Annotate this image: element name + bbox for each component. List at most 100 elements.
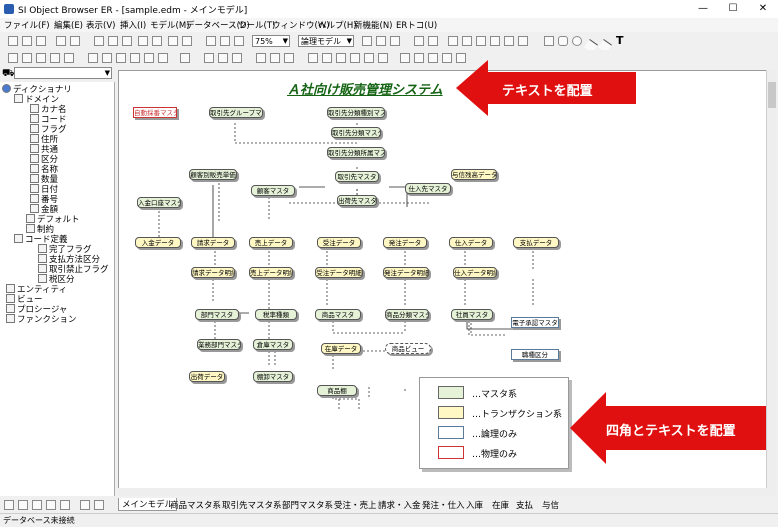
round-rect-tool-icon[interactable] xyxy=(558,36,568,46)
entity-node[interactable]: 支払データ xyxy=(513,237,559,248)
entity-node[interactable]: 売上データ xyxy=(249,237,293,248)
rectangle-tool-icon[interactable] xyxy=(544,36,554,46)
entity-node[interactable]: 業務部門マスタ xyxy=(197,339,241,350)
tree-item[interactable]: 数量 xyxy=(30,173,58,185)
open-icon[interactable] xyxy=(22,36,32,46)
legend-box[interactable]: …マスタ系 …トランザクション系 …論理のみ …物理のみ xyxy=(419,377,569,469)
vertical-scrollbar[interactable] xyxy=(766,70,777,488)
entity-node[interactable]: 商品棚 xyxy=(317,385,357,396)
relation-tool-icon[interactable] xyxy=(490,36,500,46)
entity-node[interactable]: 受注データ明細 xyxy=(315,267,363,278)
entity-node[interactable]: 棚卸マスタ xyxy=(253,371,293,382)
tree-item[interactable]: エンティティ xyxy=(6,283,67,295)
entity-node[interactable]: 社員マスタ xyxy=(451,309,493,320)
diagram-title[interactable]: Ａ社向け販売管理システム xyxy=(287,83,443,98)
size2-icon[interactable] xyxy=(270,53,280,63)
grid5-icon[interactable] xyxy=(456,53,466,63)
tree-item[interactable]: ディクショナリ xyxy=(2,83,72,95)
tree-view-icon[interactable] xyxy=(4,500,14,510)
print-icon[interactable] xyxy=(56,36,66,46)
tree-item[interactable]: コード xyxy=(30,113,67,125)
menu-database[interactable]: データベース(D) xyxy=(186,21,250,31)
entity-node[interactable]: 自動採番マスタ xyxy=(133,107,177,118)
entity-node[interactable]: 商品ビュー xyxy=(385,343,431,354)
tab-inventory[interactable]: 在庫 xyxy=(492,501,510,511)
view-tool-icon[interactable] xyxy=(462,36,472,46)
preview-icon[interactable] xyxy=(70,36,80,46)
layout2-icon[interactable] xyxy=(22,53,32,63)
tree-item[interactable]: ドメイン xyxy=(14,93,59,105)
entity-node[interactable]: 受注データ xyxy=(317,237,361,248)
distribute-icon[interactable] xyxy=(204,53,214,63)
entity-node[interactable]: 仕入データ xyxy=(449,237,493,248)
panel-toggle-icon[interactable] xyxy=(80,500,90,510)
entity-tool-icon[interactable] xyxy=(448,36,458,46)
tab-orders-sales[interactable]: 受注・売上 xyxy=(334,501,377,511)
relation2-tool-icon[interactable] xyxy=(504,36,514,46)
model-mode-select[interactable]: 論理モデル▼ xyxy=(298,35,354,47)
align-icon[interactable] xyxy=(88,53,98,63)
entity-node[interactable]: 発注データ xyxy=(383,237,427,248)
zoom-in-icon[interactable] xyxy=(206,36,216,46)
tree-item[interactable]: 区分 xyxy=(30,153,58,165)
close-button[interactable]: ✕ xyxy=(758,3,768,14)
tree-item[interactable]: 完了フラグ xyxy=(38,243,92,255)
entity-node[interactable]: 職種区分 xyxy=(511,349,559,360)
undo-icon[interactable] xyxy=(138,36,148,46)
tree-item[interactable]: 金額 xyxy=(30,203,58,215)
entity-node[interactable]: 取引先グループマスタ xyxy=(209,107,263,118)
menu-edit[interactable]: 編集(E) xyxy=(54,21,84,31)
entity-node[interactable]: 部門マスタ xyxy=(195,309,239,320)
db-sync-icon[interactable] xyxy=(390,36,400,46)
zoom-out-icon[interactable] xyxy=(220,36,230,46)
tab-billing-payment[interactable]: 請求・入金 xyxy=(378,501,421,511)
size3-icon[interactable] xyxy=(284,53,294,63)
entity-node[interactable]: 請求データ明細 xyxy=(191,267,235,278)
tree-item[interactable]: 取引禁止フラグ xyxy=(38,263,109,275)
tree-item[interactable]: プロシージャ xyxy=(6,303,67,315)
panel-split-icon[interactable] xyxy=(94,500,104,510)
delete-icon[interactable] xyxy=(168,36,178,46)
entity-node[interactable]: 取引先分類種別マスタ xyxy=(327,107,385,118)
binoculars-icon[interactable]: ⛟ xyxy=(2,68,15,79)
tree-item[interactable]: 日付 xyxy=(30,183,58,195)
tab-receiving[interactable]: 入庫 xyxy=(466,501,484,511)
tree-item[interactable]: ビュー xyxy=(6,293,43,305)
tree-item[interactable]: 税区分 xyxy=(38,273,75,285)
entity-node[interactable]: 商品分類マスタ xyxy=(385,309,429,320)
frame-icon[interactable] xyxy=(180,53,190,63)
relation3-tool-icon[interactable] xyxy=(518,36,528,46)
entity-node[interactable]: 仕入データ明細 xyxy=(453,267,497,278)
entity-node[interactable]: 発注データ明細 xyxy=(383,267,429,278)
db-export-icon[interactable] xyxy=(376,36,386,46)
menu-window[interactable]: ウィンドウ(W) xyxy=(272,21,330,31)
tab-credit[interactable]: 与信 xyxy=(542,501,560,511)
entity-node[interactable]: 出荷先マスタ xyxy=(337,195,377,206)
tree-item[interactable]: コード定義 xyxy=(14,233,68,245)
layout-icon[interactable] xyxy=(8,53,18,63)
db-import-icon[interactable] xyxy=(362,36,372,46)
copy-icon[interactable] xyxy=(108,36,118,46)
menu-view[interactable]: 表示(V) xyxy=(86,21,116,31)
entity-node[interactable]: 顧客マスタ xyxy=(251,185,295,196)
entity-node[interactable]: 仕入先マスタ xyxy=(405,183,451,194)
entity-node[interactable]: 在庫データ xyxy=(321,343,361,354)
grid-view-icon[interactable] xyxy=(60,500,70,510)
tab-customer-master[interactable]: 取引先マスタ系 xyxy=(222,501,282,511)
align2-icon[interactable] xyxy=(102,53,112,63)
menu-er-toko[interactable]: ERトコ(U) xyxy=(396,21,438,31)
tree-item[interactable]: デフォルト xyxy=(26,213,80,225)
table-view-icon[interactable] xyxy=(46,500,56,510)
menu-tools[interactable]: ツール(T) xyxy=(238,21,276,31)
layout4-icon[interactable] xyxy=(50,53,60,63)
ellipse-tool-icon[interactable] xyxy=(572,36,582,46)
align3-icon[interactable] xyxy=(116,53,126,63)
paste-icon[interactable] xyxy=(122,36,132,46)
tab-product-master[interactable]: 商品マスタ系 xyxy=(170,501,222,511)
tree-item[interactable]: 支払方法区分 xyxy=(38,253,100,265)
order-icon[interactable] xyxy=(308,53,318,63)
distribute2-icon[interactable] xyxy=(218,53,228,63)
pointer-icon[interactable] xyxy=(414,36,424,46)
layout5-icon[interactable] xyxy=(64,53,74,63)
grid-icon[interactable] xyxy=(400,53,410,63)
